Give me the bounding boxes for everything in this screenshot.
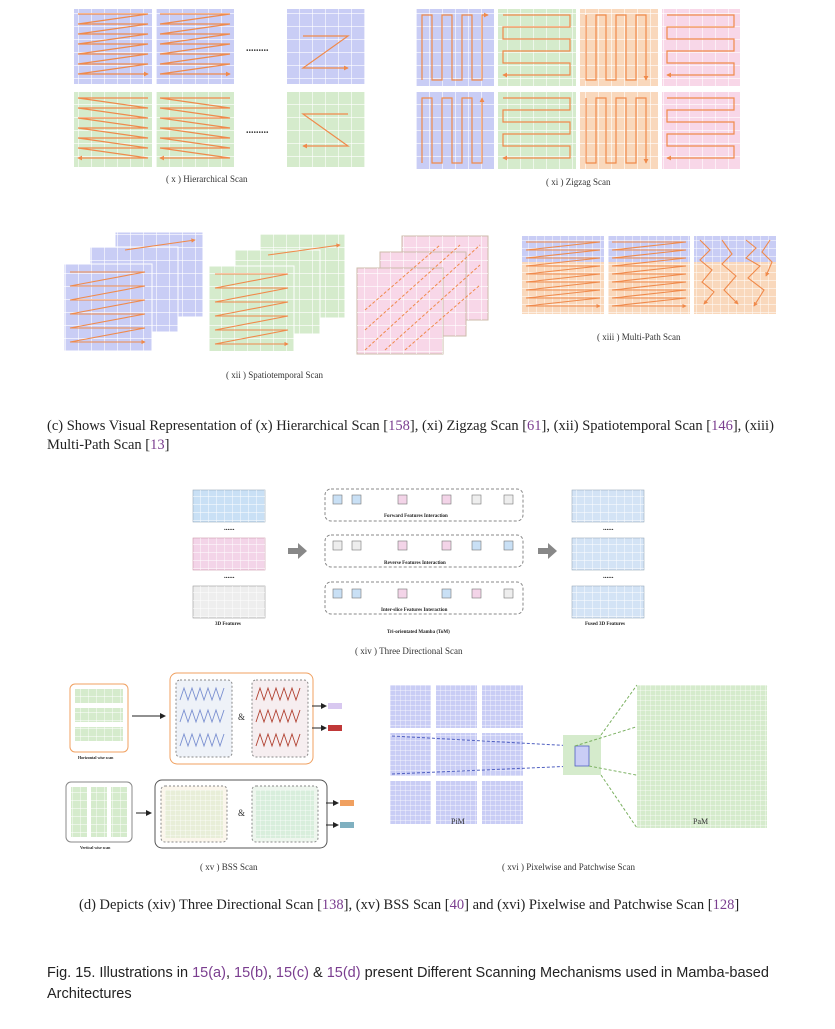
caption-spatiotemporal-scan: ( xii ) Spatiotemporal Scan — [226, 370, 323, 380]
citation-link[interactable]: 61 — [527, 418, 542, 434]
figure-link[interactable]: 15(c) — [275, 965, 309, 981]
label-forward-interaction: Forward Features Interaction — [384, 514, 448, 519]
caption-bss-scan: ( xv ) BSS Scan — [200, 862, 258, 872]
ellipsis-top: ......... — [246, 43, 269, 54]
pixelwise-patchwise-diagram — [390, 684, 768, 829]
label-pam: PaM — [693, 817, 709, 826]
ampersand-top: & — [238, 712, 246, 722]
figure-link[interactable]: 15(b) — [234, 965, 268, 981]
dots-2: ...... — [224, 572, 235, 580]
subfigure-c-description: (c) Shows Visual Representation of (x) H… — [47, 418, 774, 453]
three-directional-scan-diagram — [192, 488, 645, 619]
spatiotemporal-scan-diagram — [63, 231, 489, 355]
label-pim: PiM — [451, 817, 465, 826]
caption-hierarchical-scan: ( x ) Hierarchical Scan — [166, 174, 248, 184]
label-3d-features: 3D Features — [215, 622, 241, 627]
dots-1: ...... — [224, 524, 235, 532]
label-horizontal-wise-scan: Horizontal wise scan — [78, 755, 114, 760]
multi-path-scan-diagram — [522, 236, 776, 314]
caption-pixelwise-patchwise: ( xvi ) Pixelwise and Patchwise Scan — [502, 862, 635, 872]
figure-caption: Fig. 15. Illustrations in 15(a), 15(b), … — [47, 965, 769, 1002]
citation-link[interactable]: 13 — [150, 437, 165, 453]
label-reverse-interaction: Reverse Features Interaction — [384, 561, 446, 566]
label-tom: Tri-orientated Mamba (ToM) — [387, 630, 450, 635]
caption-three-directional-scan: ( xiv ) Three Directional Scan — [355, 646, 463, 656]
citation-link[interactable]: 40 — [449, 897, 465, 913]
figure-link[interactable]: 15(d) — [326, 965, 361, 981]
subfigure-d-description: (d) Depicts (xiv) Three Directional Scan… — [79, 897, 740, 913]
ellipsis-bottom: ......... — [246, 125, 269, 136]
dots-3: ...... — [603, 524, 614, 532]
label-vertical-wise-scan: Vertical wise scan — [80, 845, 111, 850]
citation-link[interactable]: 158 — [388, 418, 410, 434]
label-interslice-interaction: Inter-slice Features Interaction — [381, 608, 448, 613]
citation-link[interactable]: 138 — [321, 897, 344, 913]
ampersand-bottom: & — [238, 808, 246, 818]
label-fused-3d-features: Fused 3D Features — [585, 622, 625, 627]
citation-link[interactable]: 128 — [712, 897, 735, 913]
caption-multi-path-scan: ( xiii ) Multi-Path Scan — [597, 332, 681, 342]
figure-link[interactable]: 15(a) — [192, 965, 226, 981]
citation-link[interactable]: 146 — [711, 418, 733, 434]
hierarchical-scan-diagram — [74, 9, 365, 167]
bss-scan-diagram — [65, 672, 354, 849]
zigzag-scan-diagram — [416, 9, 740, 169]
caption-zigzag-scan: ( xi ) Zigzag Scan — [546, 177, 611, 187]
dots-4: ...... — [603, 572, 614, 580]
